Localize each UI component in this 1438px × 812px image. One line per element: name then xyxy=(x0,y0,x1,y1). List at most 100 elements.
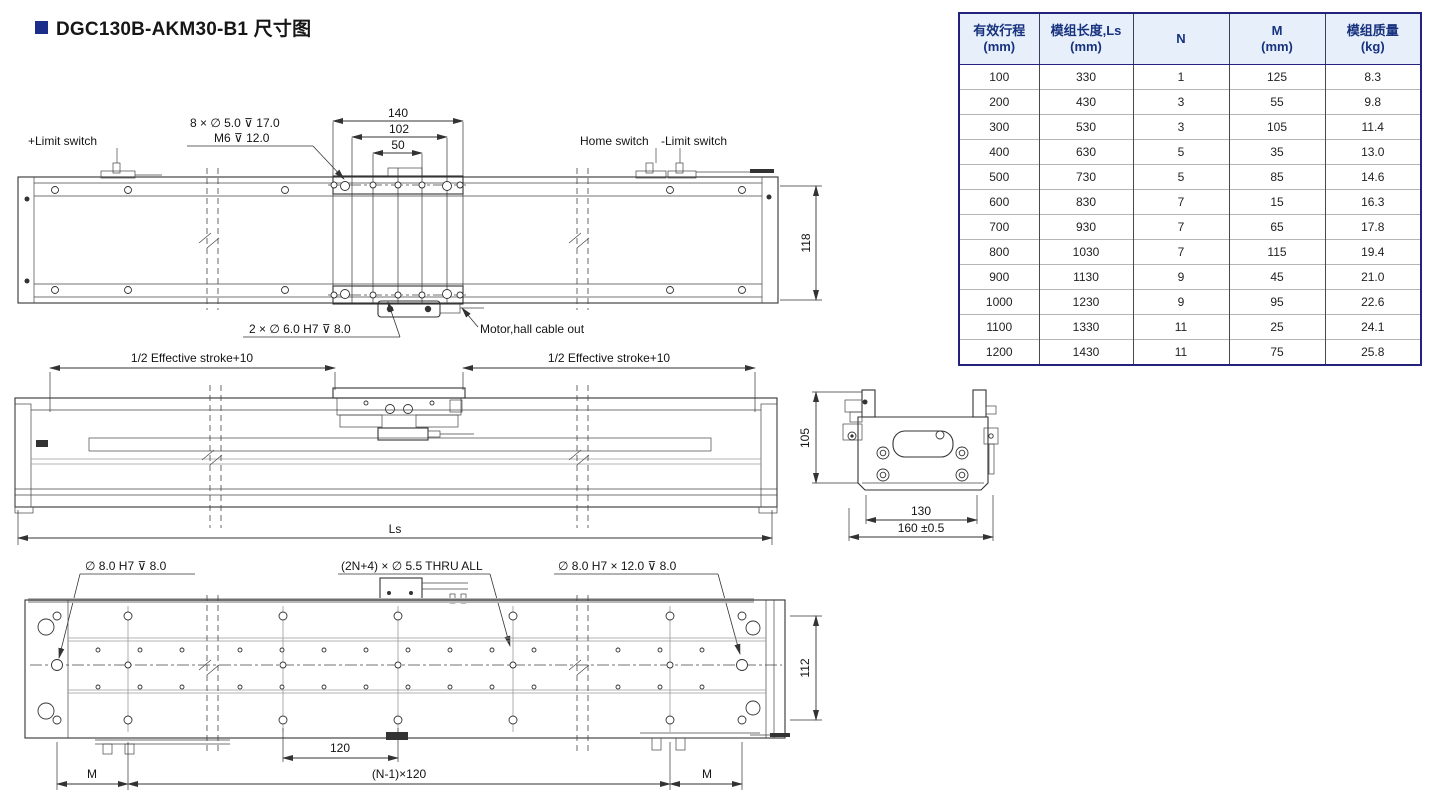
table-cell: 700 xyxy=(959,214,1039,240)
break-mark xyxy=(198,595,220,752)
spec-table-head: 有效行程(mm) 模组长度,Ls(mm) N M(mm) 模组质量(kg) xyxy=(959,13,1421,65)
logo-mark xyxy=(36,440,48,447)
small-holes xyxy=(95,647,705,690)
title-bullet-icon xyxy=(35,21,48,34)
table-cell: 300 xyxy=(959,114,1039,140)
thru-callout-label: (2N+4) × ∅ 5.5 THRU ALL xyxy=(341,559,483,573)
table-cell: 85 xyxy=(1228,164,1325,190)
dim-118-label: 118 xyxy=(799,233,813,252)
stroke-dim-left-label: 1/2 Effective stroke+10 xyxy=(131,351,254,365)
table-cell: 16.3 xyxy=(1324,189,1421,215)
table-cell: 25 xyxy=(1228,314,1325,340)
table-cell: 65 xyxy=(1228,214,1325,240)
col-header-n: N xyxy=(1132,13,1229,65)
end-left-bracket xyxy=(842,399,868,441)
table-cell: 7 xyxy=(1132,214,1229,240)
table-cell: 200 xyxy=(959,89,1039,115)
table-cell: 900 xyxy=(959,264,1039,290)
table-cell: 19.4 xyxy=(1324,239,1421,265)
table-cell: 21.0 xyxy=(1324,264,1421,290)
hole-callout-line2: M6 ⊽ 12.0 xyxy=(214,131,270,145)
table-cell: 1 xyxy=(1132,64,1229,90)
table-cell: 13.0 xyxy=(1324,139,1421,165)
table-cell: 7 xyxy=(1132,189,1229,215)
pin-callout-label: 2 × ∅ 6.0 H7 ⊽ 8.0 xyxy=(249,322,351,336)
table-cell: 8.3 xyxy=(1324,64,1421,90)
table-cell: 115 xyxy=(1228,239,1325,265)
dim-m-left-label: M xyxy=(87,767,97,781)
table-cell: 800 xyxy=(959,239,1039,265)
minus-limit-switch-label: -Limit switch xyxy=(661,134,727,148)
table-cell: 730 xyxy=(1038,164,1133,190)
table-cell: 14.6 xyxy=(1324,164,1421,190)
motor-callout-label: Motor,hall cable out xyxy=(480,322,585,336)
table-cell: 55 xyxy=(1228,89,1325,115)
table-cell: 1330 xyxy=(1038,314,1133,340)
table-cell: 25.8 xyxy=(1324,339,1421,365)
table-cell: 125 xyxy=(1228,64,1325,90)
table-cell: 400 xyxy=(959,139,1039,165)
dim-105-label: 105 xyxy=(798,428,812,448)
table-cell: 75 xyxy=(1228,339,1325,365)
table-cell: 95 xyxy=(1228,289,1325,315)
bottom-left-bracket xyxy=(95,739,230,755)
table-cell: 7 xyxy=(1132,239,1229,265)
dim-ls-label: Ls xyxy=(389,522,402,536)
dim-50-label: 50 xyxy=(391,138,405,152)
table-cell: 3 xyxy=(1132,89,1229,115)
table-cell: 3 xyxy=(1132,114,1229,140)
table-cell: 600 xyxy=(959,189,1039,215)
table-cell: 630 xyxy=(1038,139,1133,165)
dimension-drawing: +Limit switch Home switch -Limit switch … xyxy=(14,106,999,790)
table-cell: 9 xyxy=(1132,264,1229,290)
table-cell: 1130 xyxy=(1038,264,1133,290)
table-cell: 1000 xyxy=(959,289,1039,315)
table-cell: 430 xyxy=(1038,89,1133,115)
table-cell: 530 xyxy=(1038,114,1133,140)
table-cell: 1430 xyxy=(1038,339,1133,365)
mount-holes-bottom-row xyxy=(52,715,747,725)
dim-160-label: 160 ±0.5 xyxy=(898,521,945,535)
table-cell: 15 xyxy=(1228,189,1325,215)
table-cell: 17.8 xyxy=(1324,214,1421,240)
table-cell: 1200 xyxy=(959,339,1039,365)
dim-130-label: 130 xyxy=(911,504,931,518)
connector-mark xyxy=(386,732,408,740)
table-cell: 24.1 xyxy=(1324,314,1421,340)
table-cell: 500 xyxy=(959,164,1039,190)
table-cell: 22.6 xyxy=(1324,289,1421,315)
mount-holes-top-row xyxy=(52,611,747,621)
table-cell: 5 xyxy=(1132,164,1229,190)
end-right-bracket xyxy=(983,405,999,475)
table-cell: 11 xyxy=(1132,314,1229,340)
dim-140-label: 140 xyxy=(388,106,408,120)
table-cell: 9 xyxy=(1132,289,1229,315)
minus-limit-switch-glyph xyxy=(667,148,774,179)
page-title: DGC130B-AKM30-B1 尺寸图 xyxy=(35,14,311,41)
bottom-right-bracket xyxy=(640,732,790,751)
home-switch-label: Home switch xyxy=(580,134,649,148)
break-mark xyxy=(201,385,223,528)
pin-callout-left-label: ∅ 8.0 H7 ⊽ 8.0 xyxy=(85,559,167,573)
end-view-drawing: 105 130 160 ±0.5 xyxy=(798,389,999,541)
table-cell: 1230 xyxy=(1038,289,1133,315)
bottom-view-drawing: ∅ 8.0 H7 ⊽ 8.0 (2N+4) × ∅ 5.5 THRU ALL ∅… xyxy=(24,559,822,790)
hole-callout-line1: 8 × ∅ 5.0 ⊽ 17.0 xyxy=(190,116,280,130)
break-mark xyxy=(198,168,220,310)
table-cell: 100 xyxy=(989,70,1010,84)
dim-120-label: 120 xyxy=(330,741,350,755)
table-cell: 5 xyxy=(1132,139,1229,165)
table-cell: 330 xyxy=(1038,64,1133,90)
side-view-drawing: 1/2 Effective stroke+10 1/2 Effective st… xyxy=(14,351,778,545)
dim-n120-label: (N-1)×120 xyxy=(372,767,427,781)
